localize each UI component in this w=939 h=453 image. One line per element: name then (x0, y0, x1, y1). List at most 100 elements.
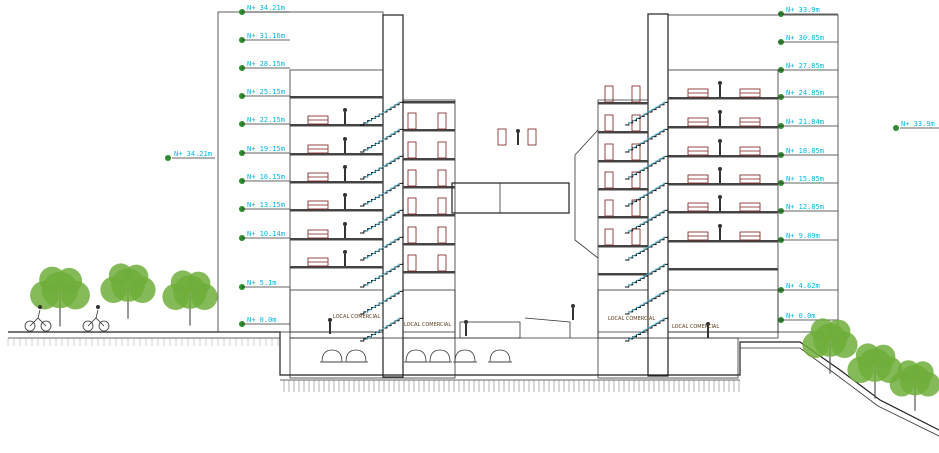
door (407, 254, 417, 272)
tree-foliage (124, 264, 149, 289)
level-label: N+ 25.15m (247, 88, 285, 96)
person (718, 139, 722, 143)
door (631, 228, 641, 246)
level-label: N+ 9.89m (786, 232, 820, 240)
tree-foliage (826, 319, 851, 344)
door (604, 228, 614, 246)
stair-run (648, 208, 669, 221)
stair-run (360, 193, 384, 207)
left-building (217, 11, 456, 379)
door (604, 114, 614, 132)
right-outer-level-text: N+ 33.9m (901, 120, 935, 128)
door (604, 171, 614, 189)
tree-foliage (186, 271, 211, 296)
person (343, 108, 347, 112)
door (437, 112, 447, 130)
stair-rail (627, 263, 666, 287)
door (407, 169, 417, 187)
person (718, 110, 722, 114)
floor-slab (403, 101, 455, 104)
door (407, 141, 417, 159)
stair-rail (364, 317, 401, 341)
level-label: N+ 16.15m (247, 173, 285, 181)
shop-label-2: LOCAL COMERCIAL (404, 322, 451, 328)
level-label: N+ 12.85m (786, 203, 824, 211)
cyclist-icon (24, 305, 110, 332)
stair-rail (627, 182, 666, 206)
level-label: N+ 15.85m (786, 175, 824, 183)
floor-slab (403, 158, 455, 161)
level-label: N+ 34.21m (247, 4, 285, 12)
level-label: N+ 18.85m (786, 147, 824, 155)
person (343, 165, 347, 169)
door (631, 85, 641, 103)
stair-rail (364, 101, 401, 125)
floor-slab (598, 188, 648, 191)
floor-slab (668, 211, 778, 214)
car (345, 349, 367, 363)
floor-slab (290, 124, 383, 127)
floor-slab (668, 183, 778, 186)
level-label: N+ 0.0m (247, 316, 277, 324)
floor-slab (668, 126, 778, 129)
stair-rail (627, 236, 666, 260)
floor-slab (598, 216, 648, 219)
person (343, 193, 347, 197)
stair-rail (364, 209, 401, 233)
door (407, 197, 417, 215)
level-label: N+ 13.15m (247, 201, 285, 209)
door (437, 141, 447, 159)
door (437, 197, 447, 215)
shop-label-3: LOCAL COMERCIAL (608, 316, 655, 322)
floor-slab (290, 96, 383, 99)
door (631, 171, 641, 189)
floor-slab (403, 243, 455, 246)
left-outer-level-marker: N+ 34.21m (165, 150, 215, 161)
stair-rail (364, 182, 401, 206)
person (718, 224, 722, 228)
furniture-icon (307, 81, 761, 338)
car (429, 349, 451, 363)
shop-labels: LOCAL COMERCIAL LOCAL COMERCIAL LOCAL CO… (333, 314, 719, 330)
stair-run (648, 289, 669, 302)
level-label: N+ 22.15m (247, 116, 285, 124)
door (407, 112, 417, 130)
stair-rail (364, 128, 401, 152)
floor-slab (598, 273, 648, 276)
person (516, 129, 520, 133)
person (706, 322, 710, 326)
stair-rail (627, 128, 666, 152)
stair-run (360, 166, 384, 180)
left-outer-level-text: N+ 34.21m (174, 150, 212, 158)
right-outer-level-marker: N+ 33.9m (893, 120, 939, 131)
door (631, 199, 641, 217)
door (497, 128, 507, 146)
stair-run (360, 328, 384, 342)
left-floor-slabs (290, 96, 455, 274)
floor-slab (668, 268, 778, 271)
level-label: N+ 0.0m (786, 312, 816, 320)
door (437, 226, 447, 244)
door (631, 114, 641, 132)
stair-rail (627, 209, 666, 233)
door (604, 85, 614, 103)
floor-slab (290, 209, 383, 212)
door (527, 128, 537, 146)
floor-slab (668, 155, 778, 158)
floor-slab (598, 102, 648, 105)
stair-run (648, 127, 669, 140)
person (571, 304, 575, 308)
right-floor-slabs (598, 97, 778, 276)
floor-slab (290, 266, 383, 269)
stair-rail (364, 155, 401, 179)
tree-icon (30, 263, 939, 411)
tree-foliage (56, 267, 83, 294)
stair-rail (627, 101, 666, 125)
stair-run (648, 181, 669, 194)
stair-run (648, 235, 669, 248)
level-label: N+ 4.62m (786, 282, 820, 290)
stair-rail (627, 155, 666, 179)
person (343, 250, 347, 254)
